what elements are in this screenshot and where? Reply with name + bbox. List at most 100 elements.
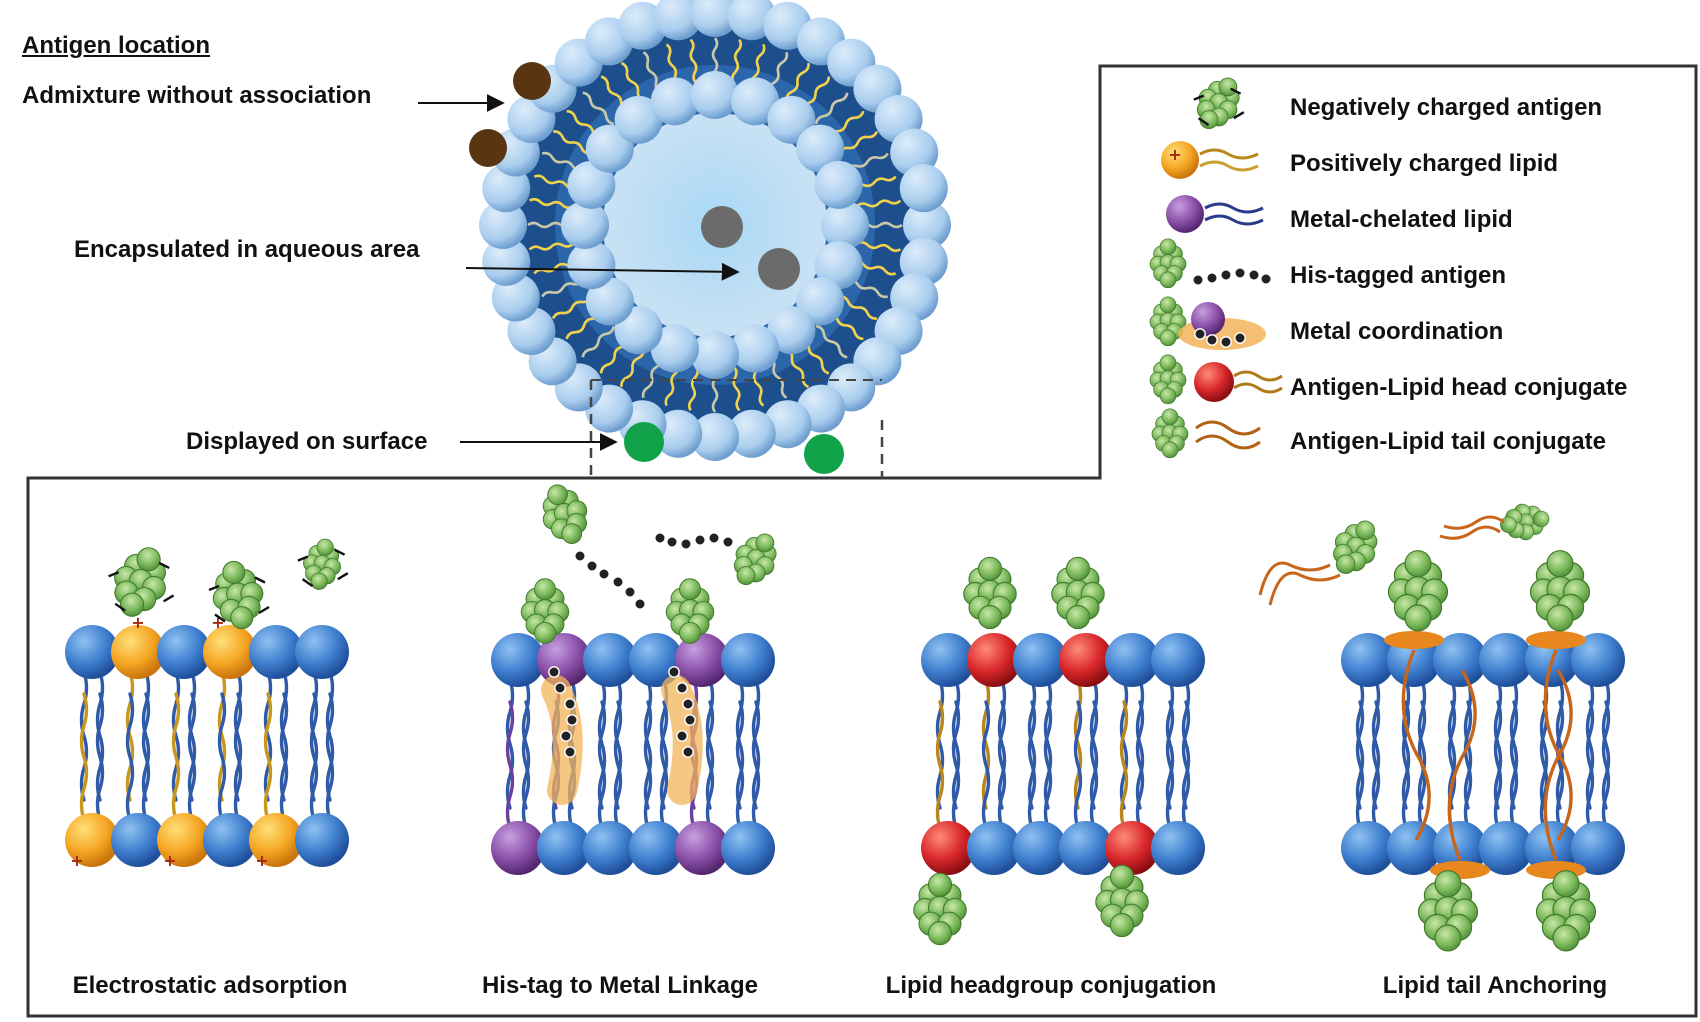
lipid-tail (935, 678, 945, 810)
inner-headgroup (821, 201, 869, 249)
outer-headgroup (691, 413, 739, 461)
lipid-tail (325, 692, 335, 822)
bilayer-tail (731, 38, 743, 84)
his-residue (574, 550, 586, 562)
antigen-subunit (1199, 110, 1219, 130)
lipid-tail (505, 700, 515, 830)
negative-charge-mark (214, 613, 226, 623)
lipid-tail (597, 678, 607, 810)
upper-headgroup (921, 633, 975, 687)
upper-tails (1027, 678, 1053, 810)
antigen-subunit (222, 560, 246, 584)
lipid-tail (997, 678, 1007, 810)
lower-headgroup (629, 821, 683, 875)
negative-charge-mark (1193, 94, 1205, 101)
his-chain-free (574, 550, 646, 610)
lipid-tail (1555, 678, 1565, 810)
antigen-subunit (1065, 556, 1091, 581)
legend-chelated-head (1166, 195, 1204, 233)
lipid-tail (125, 692, 135, 822)
legend-tail (1195, 434, 1261, 450)
encapsulated-label: Encapsulated in aqueous area (74, 236, 420, 263)
antigen-subunit (1335, 554, 1356, 574)
antigen-subunit (1159, 271, 1177, 289)
lipid-tail (1417, 678, 1427, 810)
legend-tail (1233, 370, 1283, 382)
lipid-tail (171, 692, 181, 822)
lipid-tail (187, 670, 197, 802)
antigen-subunit (1434, 870, 1462, 898)
antigen-subunit (1161, 441, 1179, 459)
upper-tails (935, 678, 961, 810)
his-chain-free (654, 532, 734, 550)
upper-headgroup (967, 633, 1021, 687)
lipid-tail (613, 700, 623, 830)
lower-tails (1165, 700, 1191, 830)
free-tail (1268, 571, 1341, 606)
legend-conjugate-head (1194, 362, 1234, 402)
upper-tails (263, 670, 289, 802)
lower-headgroup (1433, 821, 1487, 875)
lipid-tail (935, 700, 945, 830)
his-antigen-bound (520, 578, 570, 644)
lower-tails (263, 692, 289, 822)
bilayer-tail (642, 51, 662, 94)
upper-tails (79, 670, 105, 802)
lipid-tail (521, 678, 531, 810)
negative-charge-mark (158, 561, 170, 569)
lipid-tail (1181, 700, 1191, 830)
plus-charge: + (255, 851, 268, 870)
his-residue (1192, 274, 1204, 286)
lipid-tail (1555, 700, 1565, 830)
outer-headgroup (479, 201, 527, 249)
lipid-tail (279, 670, 289, 802)
upper-headgroup (1151, 633, 1205, 687)
caption-tail-anchoring: Lipid tail Anchoring (1382, 972, 1608, 999)
negative-charge-mark (297, 555, 309, 562)
lower-tails (171, 692, 197, 822)
lipid-tail (751, 678, 761, 810)
free-tail-antigen (1500, 503, 1550, 541)
liposome (418, 0, 951, 474)
legend-tail (1204, 202, 1264, 214)
his-residue (560, 730, 572, 742)
inner-headgroup (814, 241, 863, 290)
antigen-subunit (547, 484, 568, 506)
arrow-encapsulated (465, 262, 740, 281)
legend-his-tagged-antigen: His-tagged antigen (1290, 262, 1507, 289)
antigen-subunit (1159, 329, 1177, 347)
upper-headgroup (157, 625, 211, 679)
antigen-subunit (977, 605, 1003, 630)
bilayer-tail (768, 356, 788, 399)
upper-tails (1585, 678, 1611, 810)
upper-headgroup (1571, 633, 1625, 687)
his-residue (676, 682, 688, 694)
antigen-subunit (1532, 510, 1550, 528)
lipid-tail (1447, 678, 1457, 810)
plus-charge: + (163, 851, 176, 870)
lipid-tail (1585, 678, 1595, 810)
his-residue (566, 714, 578, 726)
caption-electrostatic: Electrostatic adsorption (72, 972, 348, 999)
bilayer-tail (541, 278, 584, 298)
lipid-tail (1493, 678, 1503, 810)
his-residue (682, 746, 694, 758)
negative-charge-mark (162, 594, 175, 603)
bilayer-tail (785, 62, 810, 102)
lipid-tail (659, 700, 669, 830)
lower-headgroup (1105, 821, 1159, 875)
lipid-tail (233, 692, 243, 822)
antigen-subunit (1546, 550, 1574, 578)
his-residue (554, 682, 566, 694)
legend-antigen-negative (1196, 77, 1240, 130)
his-residue (598, 568, 610, 580)
lipid-tail (187, 692, 197, 822)
lipid-tail (705, 700, 715, 830)
outer-headgroup (727, 409, 776, 458)
upper-tails (1493, 678, 1519, 810)
head-conjugated-antigen (963, 556, 1017, 630)
his-residue (682, 698, 694, 710)
lipid-tail (217, 692, 227, 822)
inner-headgroup (567, 241, 616, 290)
lower-headgroup (1479, 821, 1533, 875)
